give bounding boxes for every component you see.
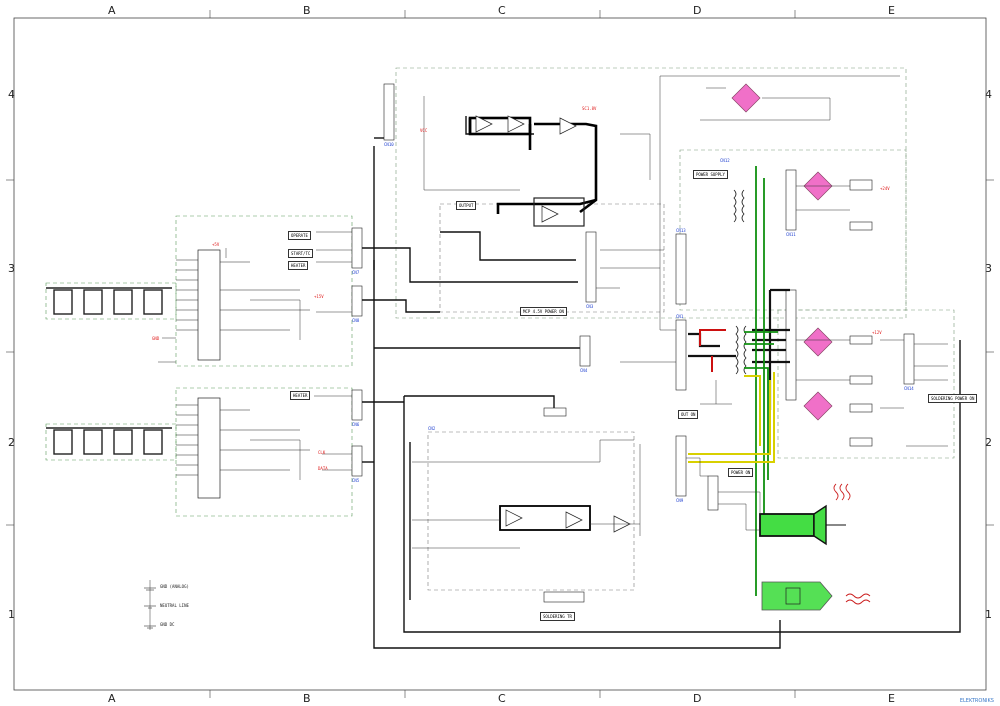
- heat-waves: [833, 483, 871, 605]
- row-label-3: 3: [8, 262, 15, 275]
- row-label-2-right: 2: [985, 436, 992, 449]
- bottom-amp-frame: [499, 505, 591, 531]
- column-label-b: B: [303, 4, 311, 17]
- label-power-supply: POWER SUPPLY: [693, 170, 728, 179]
- column-label-e-bottom: E: [888, 692, 895, 705]
- ic-left-lower: [197, 397, 221, 499]
- heavy-power-path: [468, 116, 598, 214]
- connector-label-cn7: CN7: [352, 270, 360, 275]
- mid-amp-frame: [533, 197, 585, 227]
- main-bus: [362, 116, 961, 649]
- connector-label-cn14: CN14: [904, 386, 914, 391]
- connector-label-cn1: CN1: [676, 314, 684, 319]
- label-out-on: OUT ON: [678, 410, 699, 419]
- display-upper: [46, 287, 172, 315]
- label-soldering-power: SOLDERING POWER ON: [928, 394, 978, 403]
- ic-left-upper: [197, 249, 221, 361]
- connector-label-cn6: CN6: [352, 422, 360, 427]
- sheet-border: [13, 17, 987, 691]
- frame-display-lower: [45, 423, 177, 461]
- watermark: ELEKTRONIKS: [959, 698, 994, 704]
- column-label-a-bottom: A: [108, 692, 116, 705]
- frame-display-upper: [45, 282, 177, 320]
- border-ticks: [6, 10, 994, 698]
- net-label-2: VCC: [420, 128, 428, 133]
- column-label-c-bottom: C: [498, 692, 506, 705]
- connector-label-cn13: CN13: [676, 228, 686, 233]
- label-heater-2: HEATER: [290, 391, 311, 400]
- connector-label-cn9: CN9: [676, 498, 684, 503]
- label-soldering-tr: SOLDERING TR: [540, 612, 575, 621]
- connector-label-cn11: CN11: [786, 232, 796, 237]
- row-label-4: 4: [8, 88, 15, 101]
- column-label-d-bottom: D: [693, 692, 702, 705]
- soldering-iron-lower: [761, 581, 833, 611]
- connector-label-cn2: CN2: [428, 426, 436, 431]
- opamps: [475, 115, 631, 533]
- column-label-e: E: [888, 4, 895, 17]
- column-label-b-bottom: B: [303, 692, 311, 705]
- net-label-1: SC1.8V: [582, 106, 597, 111]
- row-label-3-right: 3: [985, 262, 992, 275]
- transformers: [733, 189, 747, 375]
- label-heater-1: HEATER: [288, 261, 309, 270]
- frame-right: [777, 309, 955, 459]
- bridge-rectifiers: [731, 83, 833, 421]
- column-label-d: D: [693, 4, 702, 17]
- row-label-4-right: 4: [985, 88, 992, 101]
- connector-label-cn3: CN3: [586, 304, 594, 309]
- legend-neutral-line: NEUTRAL LINE: [160, 603, 189, 608]
- net-label-8: CLK: [318, 450, 326, 455]
- right-components: [543, 169, 915, 603]
- label-start-tc: START/TC: [288, 249, 314, 258]
- left-connectors: [351, 83, 395, 477]
- legend-gnd-analog: GND (ANALOG): [160, 584, 189, 589]
- display-lower: [46, 427, 172, 455]
- frame-left-upper: [175, 215, 353, 367]
- net-label-5: GND: [152, 336, 160, 341]
- connector-label-cn4: CN4: [580, 368, 588, 373]
- connector-label-cn10: CN10: [384, 142, 394, 147]
- row-label-2: 2: [8, 436, 15, 449]
- label-mcp-power: MCP 4.5V POWER ON: [520, 307, 567, 316]
- frame-bottom-mid: [427, 431, 635, 591]
- legend-gnd-dc: GND DC: [160, 622, 175, 627]
- yellow-lines: [688, 372, 775, 463]
- net-label-7: +12V: [872, 330, 882, 335]
- label-power-on: POWER ON: [728, 468, 754, 477]
- row-label-1: 1: [8, 608, 15, 621]
- frame-mid: [439, 203, 665, 313]
- thin-wiring: [149, 75, 948, 630]
- net-label-9: DATA: [318, 466, 328, 471]
- column-label-a: A: [108, 4, 116, 17]
- column-label-c: C: [498, 4, 506, 17]
- ic-pins: [176, 259, 310, 476]
- connector-label-cn5: CN5: [352, 478, 360, 483]
- net-label-3: +5V: [212, 242, 220, 247]
- label-output: OUTPUT: [456, 201, 477, 210]
- net-label-6: +24V: [880, 186, 890, 191]
- net-label-4: +15V: [314, 294, 324, 299]
- label-operate: OPERATE: [288, 231, 311, 240]
- row-label-1-right: 1: [985, 608, 992, 621]
- connector-label-cn12: CN12: [720, 158, 730, 163]
- connector-label-cn8: CN8: [352, 318, 360, 323]
- soldering-iron-upper: [759, 504, 846, 546]
- legend-symbols: [144, 587, 156, 629]
- frame-top: [395, 67, 907, 319]
- red-lines: [699, 329, 726, 372]
